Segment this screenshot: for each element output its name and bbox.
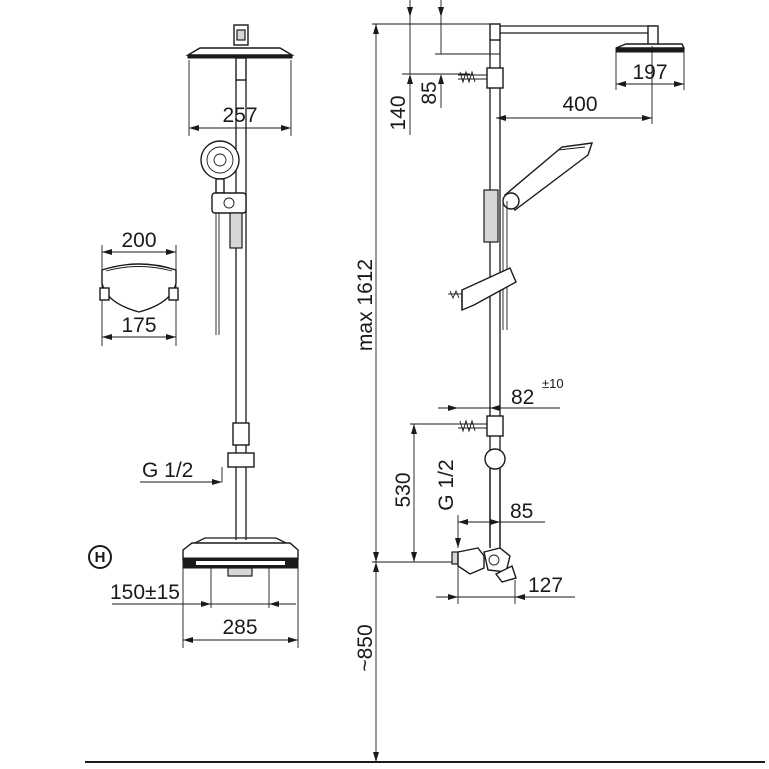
mixer-width-label: 285	[222, 616, 257, 639]
dim-max-height: max 1612	[354, 23, 500, 562]
front-shower-head	[185, 24, 295, 81]
inlet-spacing-label: 150±15	[110, 581, 180, 604]
side-thread-label: G 1/2	[435, 459, 458, 510]
dim-front-thread: G 1/2	[140, 459, 222, 485]
dim-mixer-depth: 127	[436, 566, 575, 604]
svg-text:H: H	[95, 549, 106, 566]
front-mixer	[182, 537, 299, 608]
dim-side-thread: G 1/2	[435, 459, 461, 548]
side-view: max 1612 ~850 140 85	[85, 0, 765, 763]
dim-head-arm-offset: 85	[418, 0, 500, 108]
side-hand-shower	[483, 142, 594, 330]
dim-floor-height: ~850	[354, 561, 460, 762]
dim-mixer-width: 285	[182, 568, 299, 648]
dim-inlet-spacing: 150±15	[110, 581, 296, 607]
dim-257-label: 257	[222, 104, 257, 127]
lower-height-label: 530	[392, 472, 415, 507]
dim-lower-height: 530	[392, 423, 460, 562]
bracket-tolerance-label: ±10	[542, 376, 564, 391]
dim-bracket-distance: 82 ±10	[438, 376, 564, 411]
front-thread-label: G 1/2	[142, 459, 193, 482]
mixer-projection-label: 85	[510, 500, 533, 523]
front-inlet-fitting	[221, 452, 255, 482]
dim-head-side-diameter: 197	[615, 52, 685, 90]
holder-top-label: 200	[121, 229, 156, 252]
max-height-label: max 1612	[354, 259, 377, 351]
bracket-distance-label: 82	[511, 386, 534, 409]
head-arm-offset-label: 85	[418, 81, 441, 104]
arm-length-label: 400	[562, 93, 597, 116]
dim-arm-length: 400	[496, 46, 653, 124]
floor-height-label: ~850	[354, 624, 377, 671]
wall-bracket-top-label: 140	[387, 95, 410, 130]
side-soap-tray	[448, 267, 517, 312]
side-diverter	[484, 448, 506, 548]
mixer-depth-label: 127	[528, 574, 563, 597]
front-hand-shower	[200, 140, 247, 335]
front-view: 257 G 1/2	[88, 24, 299, 648]
handle-badge-icon: H	[88, 545, 112, 569]
holder-detail: 200 175	[99, 229, 179, 346]
dim-head-front-width: 257	[188, 60, 292, 136]
dim-mixer-projection: 85	[458, 500, 545, 525]
head-side-diameter-label: 197	[632, 61, 667, 84]
holder-bottom-label: 175	[121, 314, 156, 337]
side-overhead-arm	[489, 23, 686, 53]
dim-wall-bracket-top: 140	[387, 0, 470, 135]
side-mixer	[451, 547, 517, 583]
